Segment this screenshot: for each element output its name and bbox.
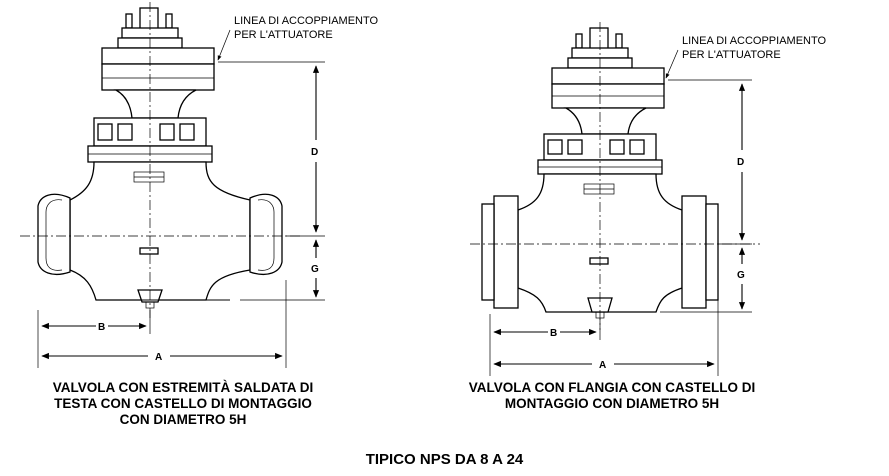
right-dimensions: [489, 49, 752, 376]
left-dimensions: [37, 29, 325, 368]
right-dim-a-label: A: [599, 360, 606, 371]
left-valve-caption: VALVOLA CON ESTREMITÀ SALDATA DI TESTA C…: [52, 380, 314, 427]
right-dim-b-label: B: [550, 328, 557, 339]
left-coupling-assembly: [101, 7, 215, 119]
flanged-valve-drawing: [470, 22, 760, 330]
figure-title: TIPICO NPS DA 8 A 24: [365, 451, 524, 468]
left-dim-b-label: B: [98, 322, 105, 333]
left-coupling-note-line1: LINEA DI ACCOPPIAMENTO: [234, 15, 379, 27]
butt-weld-valve-drawing: [20, 2, 300, 320]
left-dim-g-label: G: [311, 264, 319, 275]
right-coupling-note-line2: PER L'ATTUATORE: [682, 49, 781, 61]
left-dim-d-label: D: [311, 147, 318, 158]
left-valve-body: [37, 161, 283, 309]
right-valve-caption: VALVOLA CON FLANGIA CON CASTELLO DI MONT…: [468, 380, 756, 411]
right-dim-d-label: D: [737, 157, 744, 168]
right-coupling-note-line1: LINEA DI ACCOPPIAMENTO: [682, 35, 827, 47]
right-dim-g-label: G: [737, 270, 745, 281]
left-coupling-note-line2: PER L'ATTUATORE: [234, 29, 333, 41]
right-coupling-assembly: [551, 27, 665, 135]
left-dim-a-label: A: [155, 352, 162, 363]
